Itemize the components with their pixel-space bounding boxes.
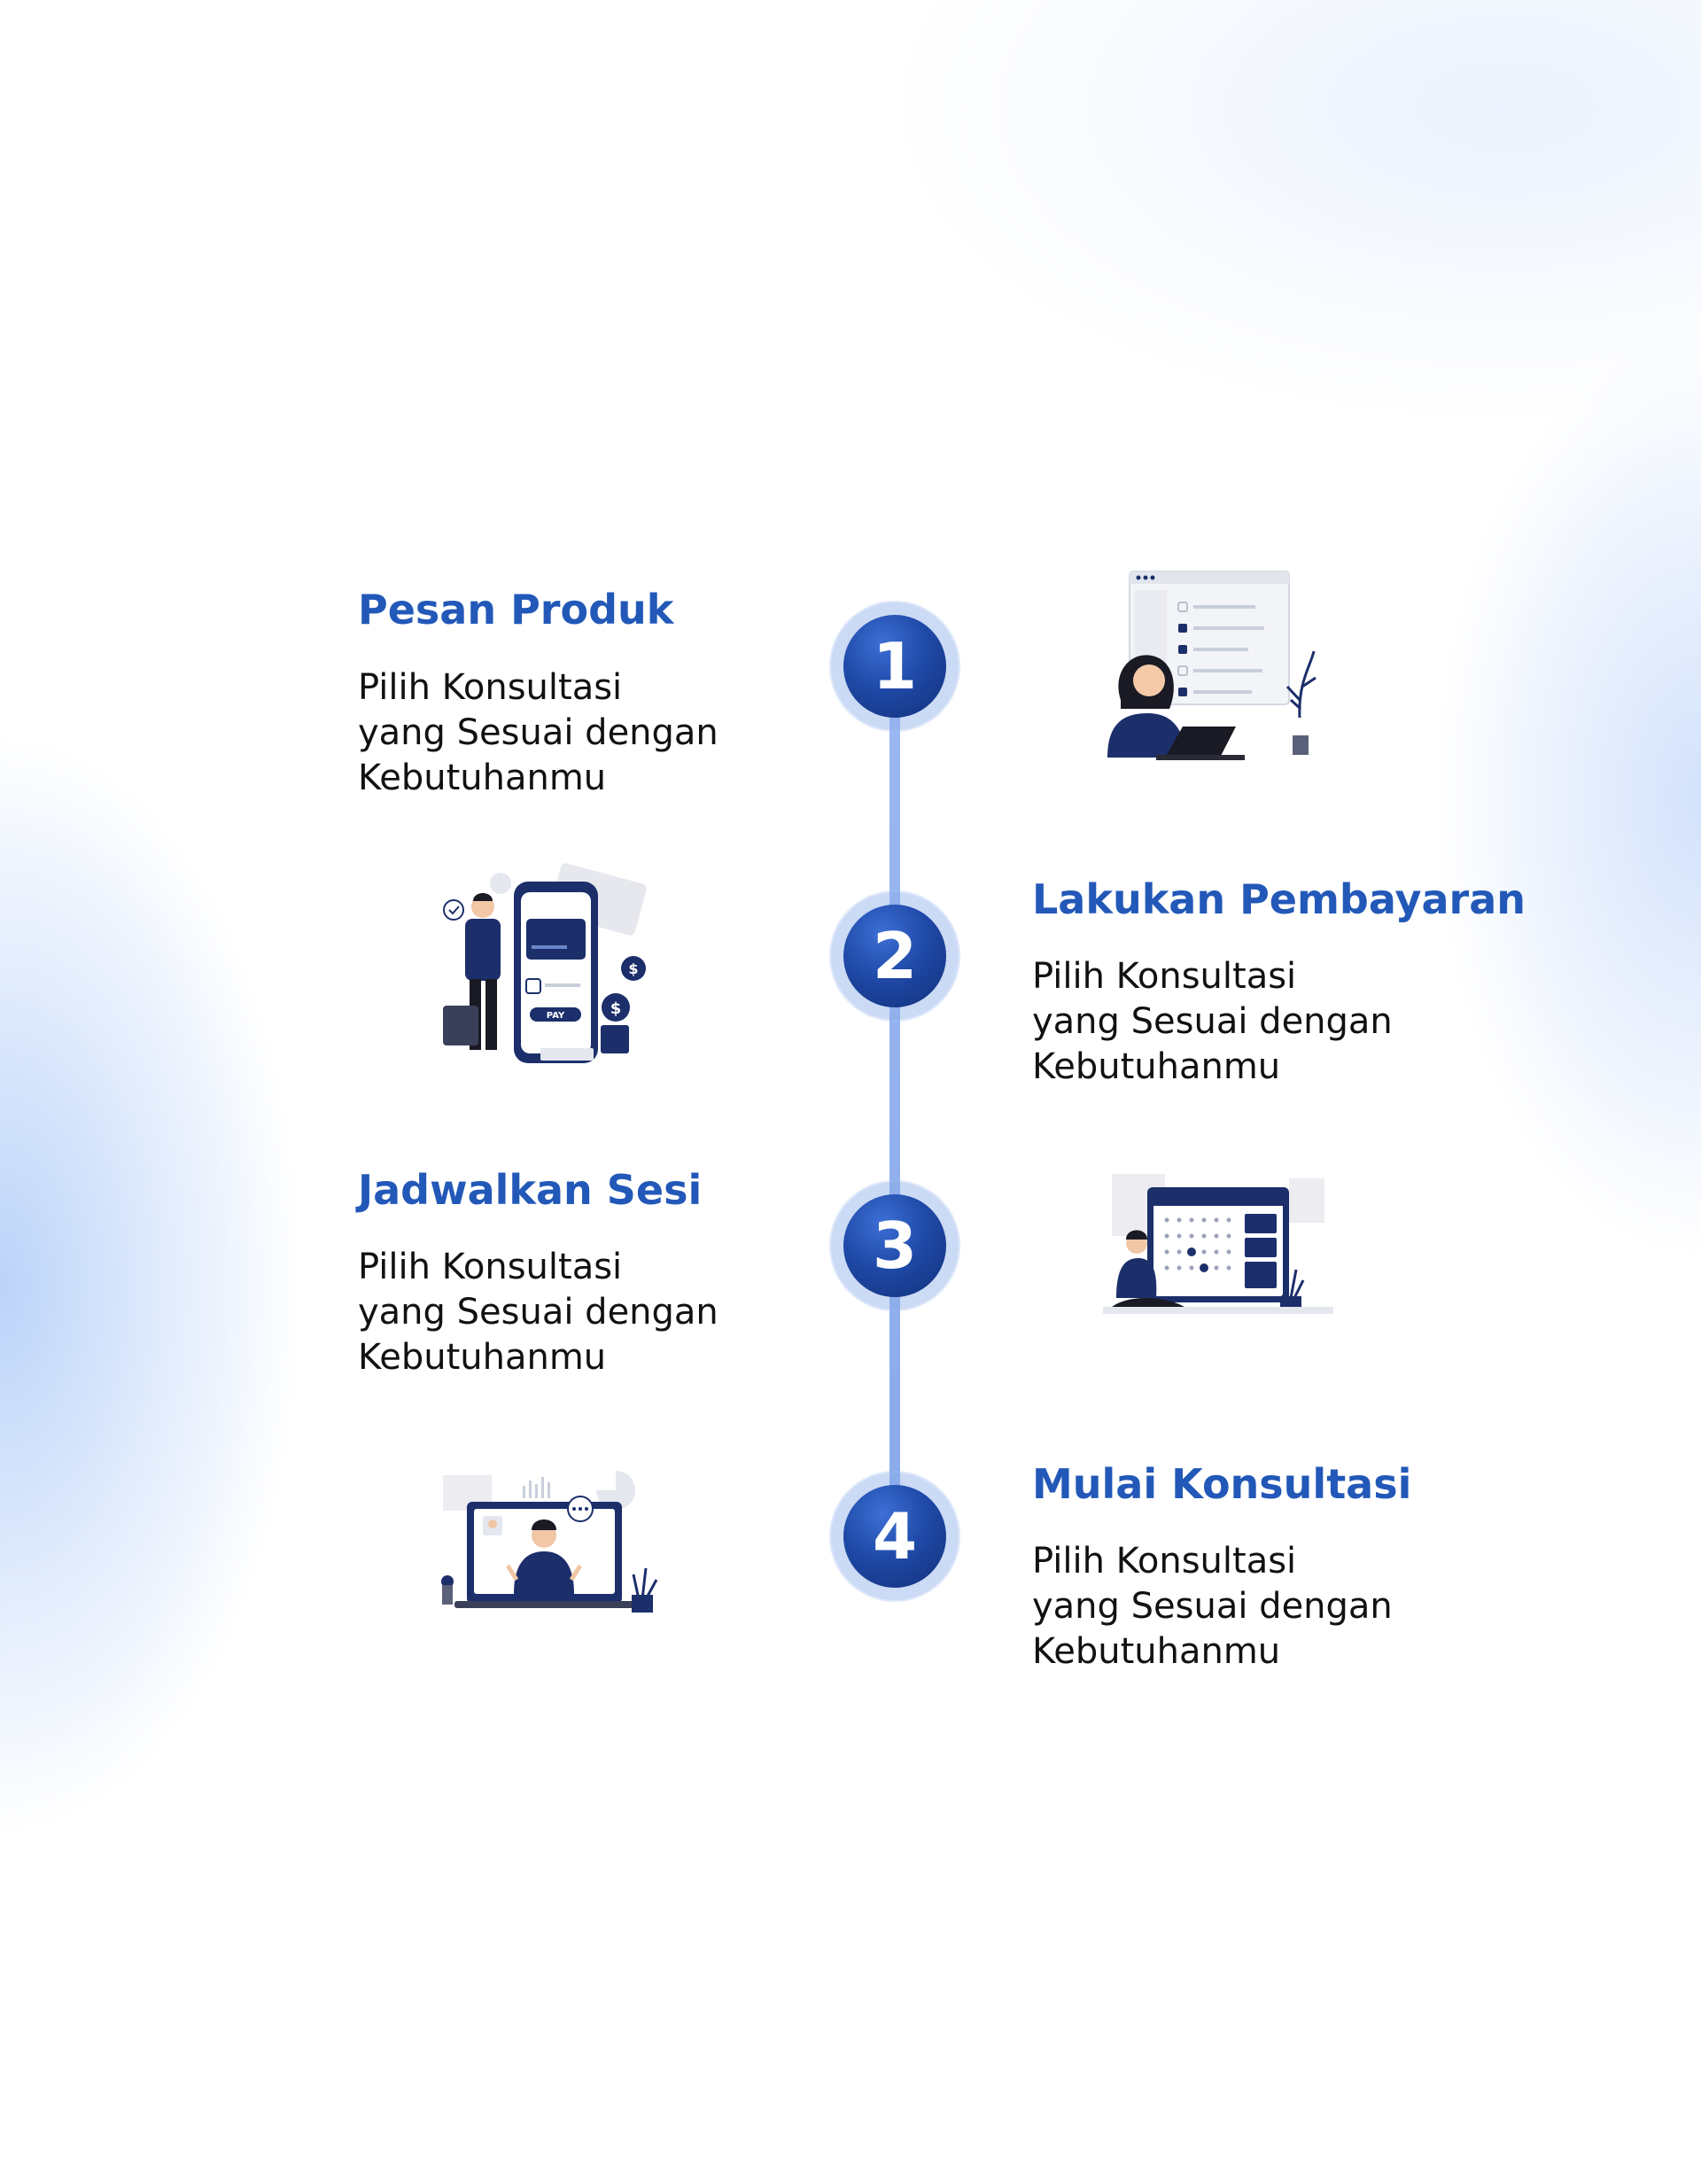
timeline-connector [889, 673, 900, 1533]
svg-text:$: $ [610, 999, 622, 1018]
step-3-circle: 3 [831, 1182, 959, 1310]
step-2-number: 2 [843, 905, 946, 1007]
pay-button-label: PAY [547, 1011, 565, 1021]
step-4-description: Pilih Konsultasi yang Sesuai dengan Kebu… [1032, 1541, 1393, 1672]
step-3-title: Jadwalkan Sesi [358, 1166, 703, 1214]
step-1-description: Pilih Konsultasi yang Sesuai dengan Kebu… [358, 667, 718, 798]
step-1-circle: 1 [831, 602, 959, 730]
step-3-description: Pilih Konsultasi yang Sesuai dengan Kebu… [358, 1247, 718, 1378]
woman-calendar-schedule-illustration [1103, 1174, 1333, 1314]
step-1-title: Pesan Produk [358, 586, 674, 633]
step-3-number: 3 [843, 1194, 946, 1297]
woman-laptop-checklist-illustration [1107, 571, 1317, 760]
step-2-circle: 2 [831, 892, 959, 1020]
step-1-number: 1 [843, 615, 946, 718]
step-4-title: Mulai Konsultasi [1032, 1460, 1412, 1508]
step-4-number: 4 [843, 1485, 946, 1588]
step-4-circle: 4 [831, 1473, 959, 1600]
step-2-title: Lakukan Pembayaran [1032, 875, 1526, 923]
step-2-description: Pilih Konsultasi yang Sesuai dengan Kebu… [1032, 956, 1393, 1087]
man-video-call-illustration [441, 1471, 658, 1613]
svg-text:$: $ [628, 960, 638, 977]
man-phone-payment-illustration: PAY $ $ [443, 863, 647, 1063]
